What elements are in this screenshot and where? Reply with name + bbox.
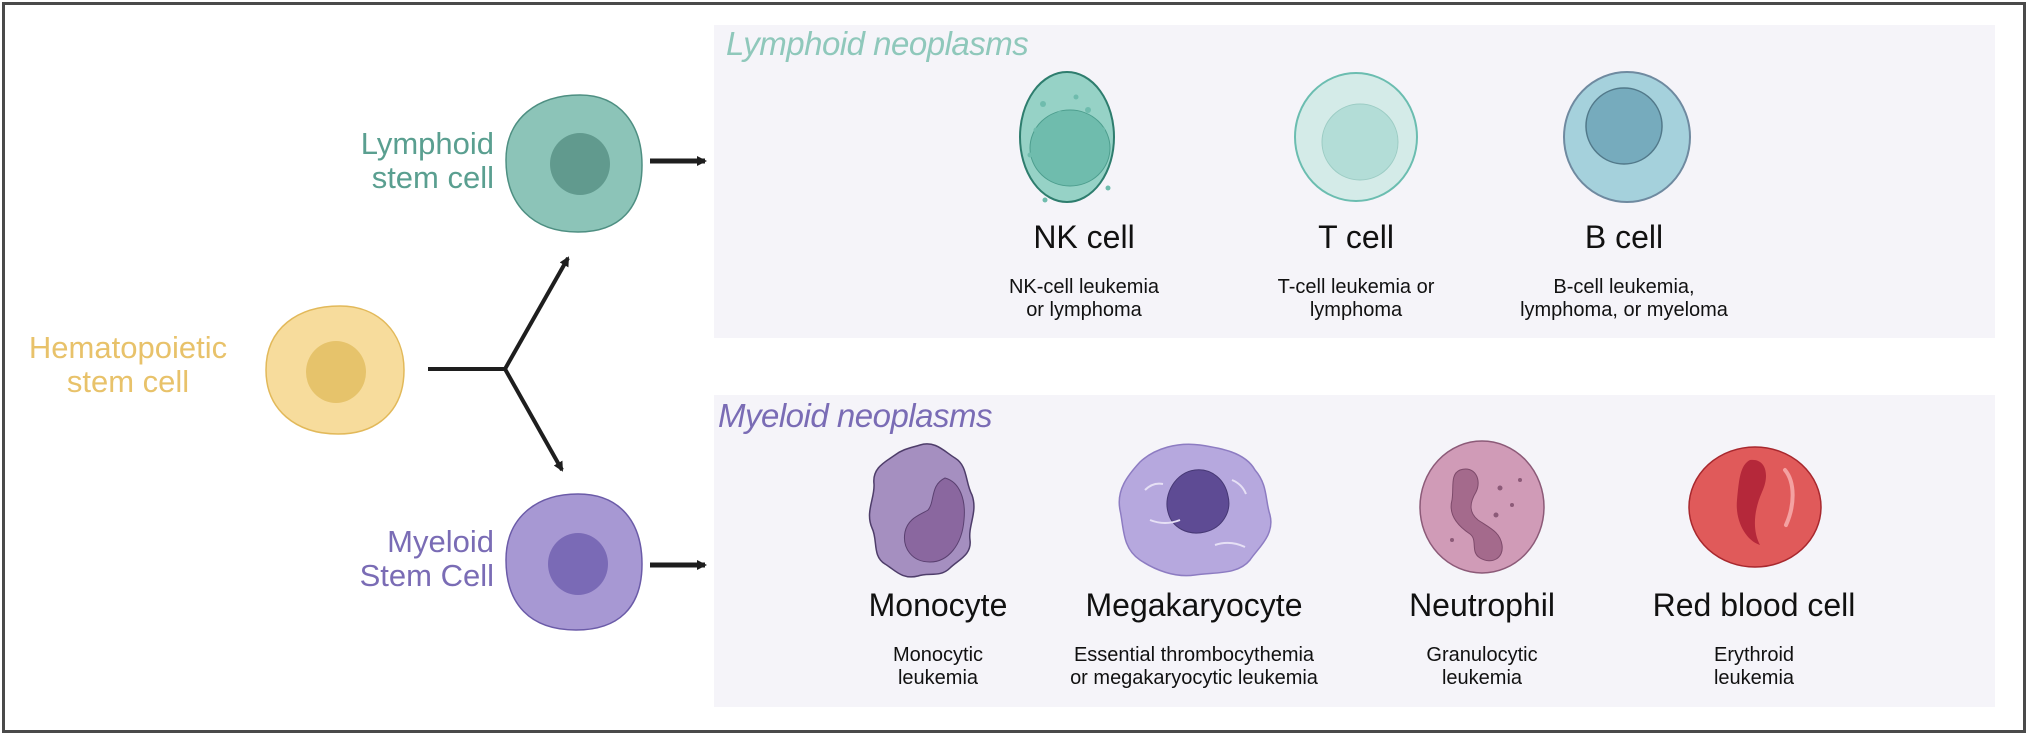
neutrophil-icon	[1419, 440, 1545, 574]
t-cell-icon	[1294, 72, 1418, 202]
red-blood-cell-desc: Erythroid leukemia	[1594, 644, 1914, 690]
b-cell-name: B cell	[1584, 219, 1664, 255]
desc-line: NK-cell leukemia	[1008, 276, 1160, 298]
label-line: Stem Cell	[359, 558, 494, 593]
t-cell-name: T cell	[1318, 219, 1394, 255]
desc-line: Essential thrombocythemia	[1073, 644, 1315, 666]
desc-line: lymphoma	[1309, 299, 1403, 321]
label-line: stem cell	[371, 160, 494, 195]
desc-line: leukemia	[1713, 667, 1795, 689]
myeloid-stem-cell-label: Myeloid Stem Cell	[300, 525, 494, 593]
monocyte-desc: Monocytic leukemia	[778, 644, 1098, 690]
b-cell-desc: B-cell leukemia, lymphoma, or myeloma	[1464, 276, 1784, 322]
red-blood-cell-icon	[1688, 446, 1822, 568]
nk-cell-name: NK cell	[1033, 219, 1135, 255]
label-line: Hematopoietic	[28, 330, 228, 365]
nk-cell-desc: NK-cell leukemia or lymphoma	[924, 276, 1244, 322]
branch-arrows	[428, 156, 707, 570]
desc-line: leukemia	[1441, 667, 1523, 689]
desc-line: Monocytic	[892, 644, 984, 666]
desc-line: T-cell leukemia or	[1277, 276, 1435, 298]
t-cell-desc: T-cell leukemia or lymphoma	[1196, 276, 1516, 322]
desc-line: leukemia	[897, 667, 979, 689]
desc-line: lymphoma, or myeloma	[1520, 299, 1728, 321]
desc-line: Granulocytic	[1426, 644, 1538, 666]
monocyte-icon	[868, 443, 975, 578]
label-line: Myeloid	[387, 524, 494, 559]
red-blood-cell-name: Red blood cell	[1652, 587, 1856, 623]
neutrophil-name: Neutrophil	[1409, 587, 1555, 623]
desc-line: or megakaryocytic leukemia	[1070, 667, 1318, 689]
lymphoid-stem-cell-icon	[505, 94, 643, 233]
desc-line: B-cell leukemia,	[1553, 276, 1695, 298]
nk-cell-icon	[1019, 71, 1115, 203]
megakaryocyte-icon	[1118, 443, 1272, 577]
desc-line: Erythroid	[1713, 644, 1795, 666]
label-line: Lymphoid	[360, 126, 494, 161]
hematopoietic-stem-cell-label: Hematopoietic stem cell	[10, 331, 246, 399]
lymphoid-panel-title: Lymphoid neoplasms	[726, 25, 1029, 62]
myeloid-stem-cell-icon	[505, 493, 643, 631]
hematopoietic-stem-cell-icon	[265, 305, 405, 435]
desc-line: or lymphoma	[1026, 299, 1142, 321]
monocyte-name: Monocyte	[868, 587, 1008, 623]
label-line: stem cell	[66, 364, 190, 399]
b-cell-icon	[1563, 71, 1691, 203]
lymphoid-stem-cell-label: Lymphoid stem cell	[300, 127, 494, 195]
megakaryocyte-desc: Essential thrombocythemia or megakaryocy…	[1034, 644, 1354, 690]
myeloid-panel-title: Myeloid neoplasms	[718, 397, 992, 434]
megakaryocyte-name: Megakaryocyte	[1085, 587, 1303, 623]
neutrophil-desc: Granulocytic leukemia	[1322, 644, 1642, 690]
